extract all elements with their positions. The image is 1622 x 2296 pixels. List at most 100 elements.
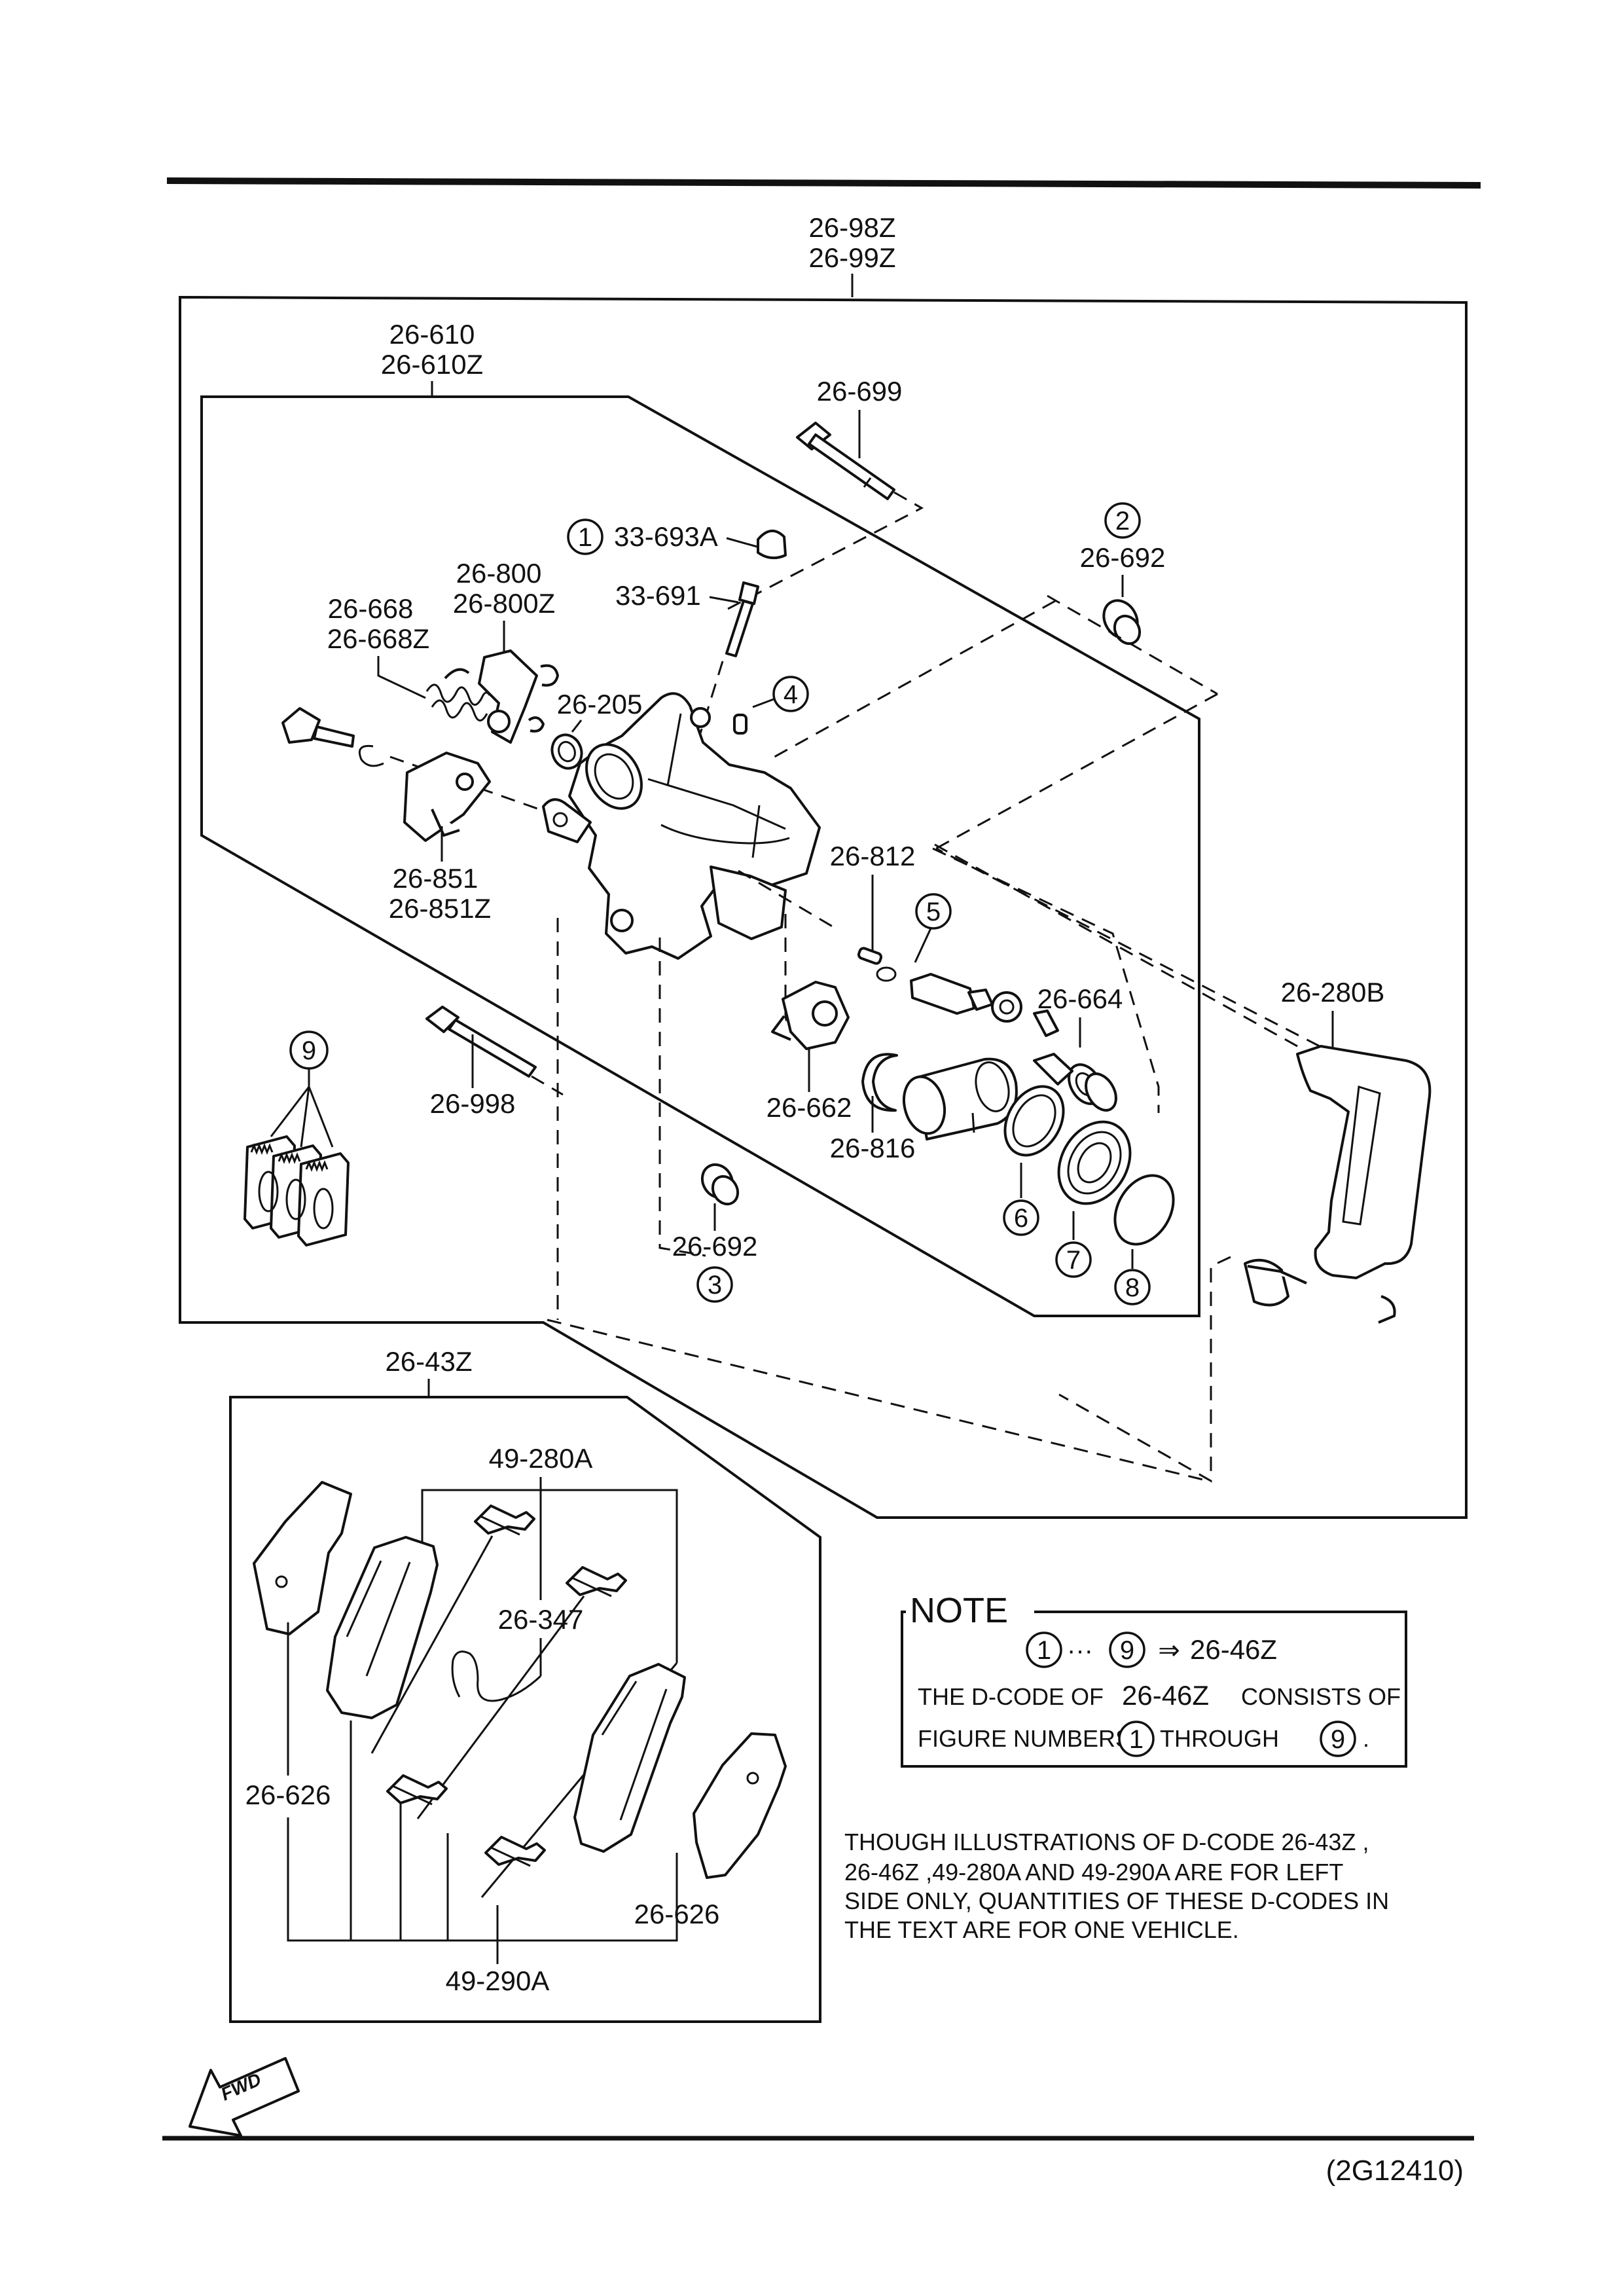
lever-26-800: [478, 649, 559, 744]
circled-number-6: [1003, 1199, 1039, 1236]
washer-left: [358, 744, 384, 767]
circled-number-1-text: 1: [578, 523, 592, 552]
circled-number-5: [915, 893, 952, 930]
piston-seal: [1003, 1085, 1065, 1157]
label-49-290A: 49-290A: [446, 1965, 550, 1996]
note-line2-b: THROUGH: [1160, 1725, 1279, 1752]
label-26-816: 26-816: [830, 1133, 916, 1163]
caption-line-2: 26-46Z ,49-280A AND 49-290A ARE FOR LEFT: [844, 1859, 1343, 1886]
guide-bolt-26-998: [425, 1006, 537, 1078]
note-range-code: 26-46Z: [1190, 1634, 1277, 1665]
top-rule: [166, 177, 1481, 189]
note-circle-9: [1109, 1631, 1145, 1668]
anti-rattle-clip-bottom-right: [484, 1836, 546, 1867]
bleeder-screw-33-691: [725, 581, 759, 657]
circled-number-4-text: 4: [784, 680, 798, 709]
pin-26-812: [857, 947, 883, 965]
padkit-label: 26-43Z: [385, 1346, 472, 1377]
boot-26-692-bottom: [700, 1163, 740, 1206]
note-line1-b: CONSISTS OF: [1241, 1683, 1401, 1710]
caliper-body: [542, 692, 821, 960]
note-range-from: 1: [1037, 1636, 1051, 1665]
caption-line-3: SIDE ONLY, QUANTITIES OF THESE D-CODES I…: [844, 1887, 1389, 1914]
circled-number-6-text: 6: [1014, 1204, 1028, 1233]
circled-number-2-text: 2: [1115, 507, 1130, 536]
caption-line-4: THE TEXT ARE FOR ONE VEHICLE.: [844, 1916, 1239, 1943]
fwd-arrow-icon: FWD: [189, 2057, 300, 2137]
label-26-668-2: 26-668Z: [327, 623, 429, 654]
note-line2-end: .: [1363, 1725, 1369, 1752]
circled-number-5-text: 5: [926, 898, 941, 926]
circled-number-1: [567, 519, 604, 555]
circled-number-3-text: 3: [708, 1271, 722, 1300]
circled-number-4: [772, 676, 809, 712]
label-26-626-right: 26-626: [634, 1899, 720, 1929]
note-line2-to: 9: [1331, 1725, 1345, 1754]
label-26-692-top: 26-692: [1080, 542, 1166, 573]
label-26-692-bottom: 26-692: [672, 1231, 758, 1262]
label-26-347: 26-347: [498, 1604, 584, 1635]
circled-number-8-text: 8: [1125, 1273, 1140, 1302]
padkit-outline-26-43Z: [229, 1396, 821, 2023]
note-line2-a: FIGURE NUMBERS: [918, 1725, 1131, 1752]
spring-26-668: [425, 668, 491, 721]
note-line2-circle-9: [1320, 1721, 1356, 1757]
label-49-280A: 49-280A: [489, 1443, 593, 1474]
label-26-280B: 26-280B: [1281, 977, 1385, 1008]
piston: [903, 1057, 1018, 1140]
note-line2-circle-1: [1118, 1721, 1155, 1757]
label-26-851-2: 26-851Z: [389, 893, 491, 924]
dust-boot: [1057, 1120, 1132, 1205]
mounting-support-26-280B: [1244, 1045, 1432, 1324]
bracket-26-851: [403, 752, 491, 842]
wire-26-347: [451, 1650, 542, 1702]
label-26-800-2: 26-800Z: [453, 588, 555, 619]
assembly-label-top-2: 26-99Z: [808, 242, 895, 273]
snap-ring-26-816: [861, 1053, 898, 1112]
bolt-left: [281, 707, 355, 748]
circled-number-8: [1114, 1269, 1151, 1305]
bracket-26-662: [771, 981, 850, 1050]
note-line1-code: 26-46Z: [1122, 1680, 1209, 1711]
adjuster-spindle: [910, 973, 1059, 1037]
pin-circle-4: [733, 714, 748, 735]
assembly-label-top-1: 26-98Z: [808, 212, 895, 243]
note-range-dots: ···: [1067, 1636, 1093, 1665]
anti-rattle-clip-top-left: [474, 1504, 535, 1536]
note-line1-a: THE D-CODE OF: [918, 1683, 1104, 1710]
label-33-693A: 33-693A: [614, 521, 718, 552]
caliper-outline-26-610: [200, 395, 1200, 1317]
label-26-668-1: 26-668: [328, 593, 414, 624]
circled-number-9-text: 9: [302, 1036, 316, 1065]
caption-line-1: THOUGH ILLUSTRATIONS OF D-CODE 26-43Z ,: [844, 1829, 1369, 1855]
oring-circle-8: [1113, 1174, 1175, 1246]
shim-left-outer: [253, 1481, 352, 1635]
circled-number-7-text: 7: [1066, 1246, 1081, 1275]
label-26-664: 26-664: [1037, 983, 1123, 1014]
label-26-851-1: 26-851: [393, 863, 478, 894]
brake-pad-right: [573, 1663, 686, 1853]
label-26-626-left: 26-626: [245, 1779, 331, 1810]
label-26-998: 26-998: [430, 1088, 516, 1119]
label-26-800-1: 26-800: [456, 558, 542, 589]
assembly-outline-26-98Z: [179, 295, 1468, 1519]
label-33-691: 33-691: [615, 580, 701, 611]
circled-number-2: [1104, 502, 1141, 539]
anti-rattle-clip-bottom-left: [386, 1774, 448, 1806]
circled-number-7: [1055, 1241, 1092, 1278]
bleeder-cap-33-693A: [757, 530, 787, 560]
figure-code: (2G12410): [1326, 2155, 1464, 2187]
note-box: [901, 1611, 1407, 1768]
circled-number-3: [696, 1266, 733, 1303]
brake-pad-left: [326, 1536, 439, 1719]
shims-group-9: [243, 1135, 350, 1247]
label-26-662: 26-662: [766, 1092, 852, 1123]
note-title: NOTE: [910, 1591, 1008, 1630]
label-26-205: 26-205: [557, 689, 643, 720]
shim-right-outer: [693, 1732, 787, 1879]
seal-26-205: [550, 733, 583, 770]
label-26-699: 26-699: [817, 376, 903, 407]
note-arrow: ⇒: [1158, 1636, 1180, 1665]
note-circle-1: [1026, 1631, 1062, 1668]
